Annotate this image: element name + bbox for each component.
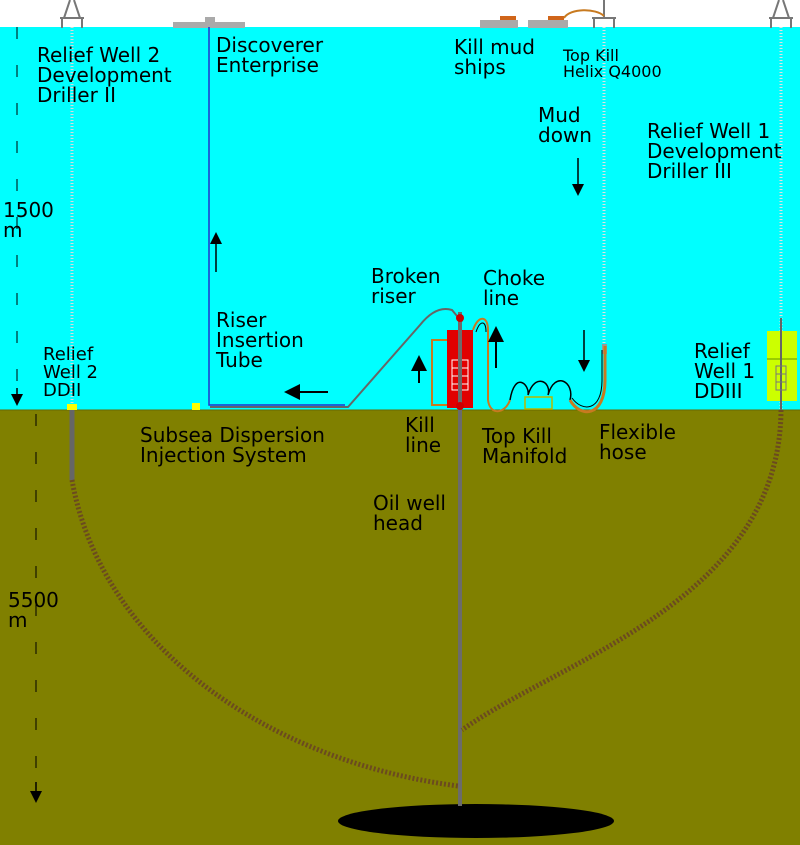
oil-reservoir bbox=[338, 804, 614, 838]
flexible-hose-label: Flexible hose bbox=[599, 420, 676, 464]
broken-riser-label: Broken riser bbox=[371, 264, 441, 308]
mud-supply-hose bbox=[563, 9, 605, 19]
riser-insertion-tube-label: Riser Insertion Tube bbox=[216, 308, 304, 372]
top-kill-manifold bbox=[524, 396, 553, 410]
ddii-marker bbox=[67, 404, 77, 410]
sky bbox=[0, 0, 800, 27]
relief-well-1-path bbox=[460, 409, 784, 733]
kill-mud-ship-1 bbox=[480, 16, 518, 28]
discoverer-label: Discoverer Enterprise bbox=[216, 33, 324, 77]
relief-well-2-ddii-label: Relief Well 2 DDII bbox=[43, 344, 98, 401]
depth-5500-label: 5500 m bbox=[8, 588, 59, 632]
relief-well-2-rig-label: Relief Well 2 Development Driller II bbox=[37, 43, 172, 107]
broken-riser bbox=[210, 308, 463, 408]
kill-mud-ships-label: Kill mud ships bbox=[454, 35, 535, 79]
mud-down-label: Mud down bbox=[538, 103, 592, 147]
relief-well-1-rig-label: Relief Well 1 Development Driller III bbox=[647, 119, 782, 183]
choke-line-black bbox=[475, 322, 487, 333]
top-kill-helix-label: Top Kill Helix Q4000 bbox=[563, 46, 662, 81]
kill-mud-ship-2 bbox=[528, 16, 568, 28]
seabed-layer bbox=[0, 410, 800, 845]
kill-line bbox=[431, 339, 447, 406]
choke-line bbox=[472, 317, 511, 413]
helix-derrick bbox=[592, 0, 616, 28]
discoverer-ship bbox=[173, 17, 245, 28]
flexible-hose-inner bbox=[571, 350, 603, 408]
top-kill-manifold-label: Top Kill Manifold bbox=[482, 424, 568, 468]
relief-well-2-derrick bbox=[60, 0, 84, 28]
depth-1500-label: 1500 m bbox=[3, 198, 54, 242]
riser-insertion-tube bbox=[208, 27, 345, 406]
oil-well-head-label: Oil well head bbox=[373, 491, 446, 535]
relief-well-2-path bbox=[69, 479, 459, 789]
subsea-dispersion-label: Subsea Dispersion Injection System bbox=[140, 423, 325, 467]
sea-layer bbox=[0, 27, 800, 410]
subsea-dispersion-unit bbox=[192, 403, 200, 410]
ddiii-structure bbox=[767, 318, 797, 410]
relief-well-1-derrick bbox=[769, 0, 793, 28]
kill-line-label: Kill line bbox=[405, 413, 442, 457]
relief-well-1-ddiii-label: Relief Well 1 DDIII bbox=[694, 339, 756, 403]
blowout-preventer bbox=[447, 312, 473, 412]
flexible-hose bbox=[568, 346, 607, 414]
manifold-loops bbox=[509, 380, 572, 401]
choke-line-label: Choke line bbox=[483, 266, 546, 310]
